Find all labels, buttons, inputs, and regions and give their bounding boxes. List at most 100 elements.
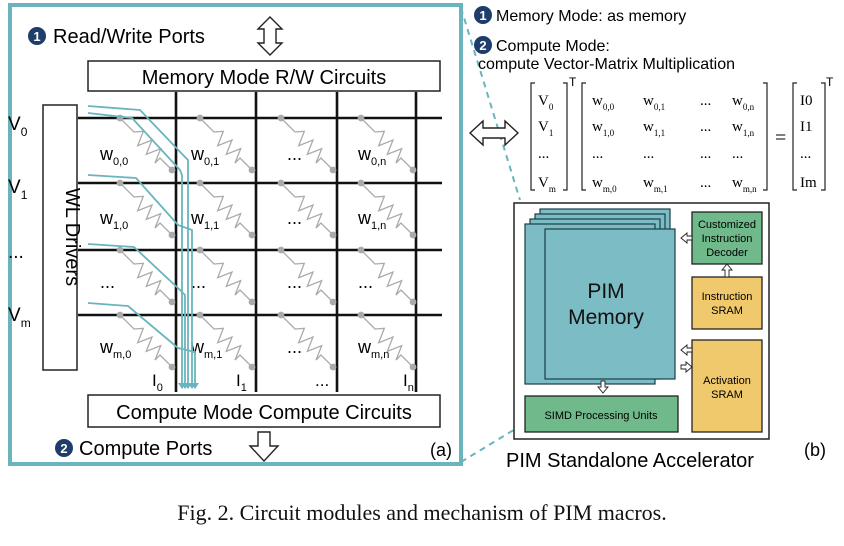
matrix-entry: ... — [592, 146, 603, 162]
weight-label: ... — [287, 144, 302, 164]
memory-cell — [357, 311, 417, 371]
matrix-entry: w1,1 — [643, 119, 665, 138]
weight-label: ... — [287, 337, 302, 357]
memory-cell — [277, 311, 337, 371]
weight-label: w1,0 — [99, 208, 128, 232]
simd-box — [524, 395, 679, 433]
step1-number-a: 1 — [33, 29, 40, 44]
matrix-entry: ... — [700, 146, 711, 162]
crossbar-grid — [78, 92, 442, 392]
simd-label: SIMD Processing Units — [544, 410, 658, 422]
connector-top — [460, 7, 521, 201]
pim-memory-label-line2: Memory — [568, 306, 644, 329]
memory-mode-circuits-box — [87, 60, 441, 92]
arrow-activation-to-pim-icon — [680, 344, 693, 356]
arrow-decoder-to-pim-icon — [680, 232, 693, 244]
weight-label: w1,n — [357, 208, 386, 232]
step2-badge-a — [55, 439, 73, 457]
matrix-entry: w0,1 — [643, 93, 665, 112]
step1-badge-a — [28, 27, 46, 45]
instruction-sram-box — [691, 276, 763, 330]
equivalence-arrow-icon — [468, 119, 520, 147]
weight-label: w0,0 — [99, 144, 128, 168]
wl-drivers-label: WL Drivers — [61, 188, 83, 286]
result-entry: Im — [800, 175, 817, 191]
memory-cell — [357, 114, 417, 174]
memory-cell — [277, 179, 337, 239]
weight-label: ... — [358, 272, 373, 292]
arrow-pim-to-activation-icon — [680, 361, 693, 373]
instruction-sram-line2: SRAM — [711, 305, 743, 317]
activation-sram-line1: Activation — [703, 375, 751, 387]
memory-cell — [116, 179, 176, 239]
result-entry: ... — [800, 146, 811, 162]
instruction-sram-line1: Instruction — [702, 291, 753, 303]
matrix-entry: w0,0 — [592, 93, 615, 112]
matrix-entry: ... — [700, 93, 711, 109]
decoder-line2: Instruction — [702, 233, 753, 245]
matrix-entry: ... — [643, 146, 654, 162]
mode2-text-line1: Compute Mode: — [496, 38, 610, 55]
compute-ports-label: Compute Ports — [79, 438, 212, 460]
matrix-entry: wm,0 — [592, 175, 617, 194]
panel-a-frame — [8, 3, 463, 466]
memory-mode-circuits-label: Memory Mode R/W Circuits — [142, 67, 386, 89]
compute-mode-circuits-label: Compute Mode Compute Circuits — [116, 402, 412, 424]
weight-label: ... — [100, 272, 115, 292]
vector-entry: V1 — [538, 119, 553, 138]
col-current-label: In — [403, 371, 414, 394]
mode2-text-line2: compute Vector-Matrix Multiplication — [478, 56, 735, 73]
mode1-number: 1 — [479, 8, 486, 23]
arrow-sram-to-decoder-icon — [721, 263, 733, 278]
row-voltage-label: V1 — [8, 177, 28, 202]
memory-cell — [116, 246, 176, 306]
vector-bracket-left — [530, 82, 535, 191]
matrix-entry: ... — [732, 146, 743, 162]
vector-entry: Vm — [538, 175, 556, 194]
memory-cell — [196, 311, 256, 371]
read-write-ports-label: Read/Write Ports — [53, 26, 205, 48]
row-voltage-label: V0 — [8, 114, 28, 139]
step1-badge-mode — [474, 6, 492, 24]
row-voltage-label: ... — [8, 242, 24, 263]
matrix-entry: wm,n — [732, 175, 757, 194]
crossbar-cells — [116, 114, 417, 371]
result-transpose: T — [826, 75, 834, 89]
vector-transpose: T — [569, 75, 577, 89]
matrix-entry: ... — [700, 175, 711, 191]
weight-label: w1,1 — [190, 208, 219, 232]
compute-mode-circuits-box — [87, 394, 441, 428]
decoder-line3: Decoder — [706, 247, 748, 259]
mode1-text: Memory Mode: as memory — [496, 8, 686, 25]
current-paths — [87, 105, 199, 389]
memory-cell — [277, 114, 337, 174]
matrix-entry: wm,1 — [643, 175, 668, 194]
matrix-entry: w1,0 — [592, 119, 615, 138]
step2-number-a: 2 — [60, 441, 67, 456]
panel-b-label: (b) — [804, 440, 826, 460]
memory-cell — [357, 179, 417, 239]
result-bracket-left — [792, 82, 797, 191]
pim-memory-label-line1: PIM — [587, 280, 624, 303]
decoder-box — [691, 211, 763, 265]
weight-label: ... — [191, 272, 206, 292]
result-entry: I0 — [800, 93, 813, 109]
read-write-arrow-icon — [256, 16, 284, 56]
col-current-label: ... — [315, 371, 329, 390]
matrix-entry: w1,n — [732, 119, 755, 138]
compute-ports-arrow-icon — [248, 431, 280, 463]
decoder-line1: Customized — [698, 219, 756, 231]
result-entry: I1 — [800, 119, 813, 135]
col-current-label: I0 — [152, 371, 163, 394]
row-voltage-label: Vm — [8, 305, 31, 330]
vector-entry: V0 — [538, 93, 554, 112]
matrix-entry: ... — [700, 119, 711, 135]
wl-drivers-box — [42, 104, 78, 371]
weight-label: wm,0 — [99, 337, 131, 361]
